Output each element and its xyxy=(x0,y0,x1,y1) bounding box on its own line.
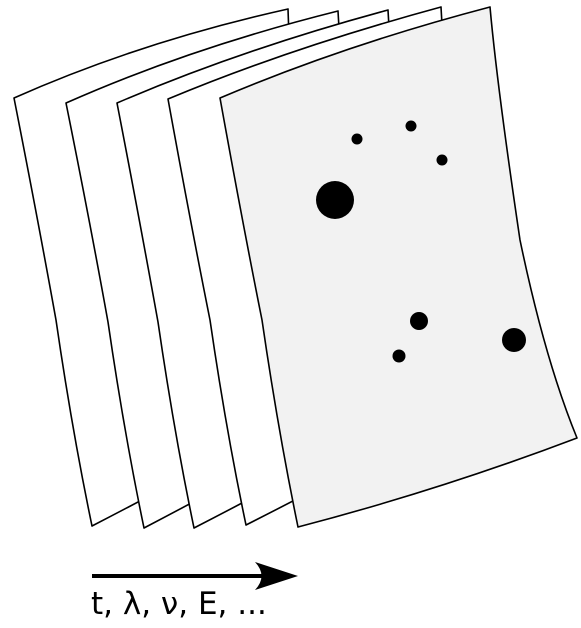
source-point xyxy=(406,121,417,132)
source-point xyxy=(502,328,526,352)
source-point xyxy=(352,134,363,145)
source-point xyxy=(437,155,448,166)
axis-label: t, λ, ν, E, ... xyxy=(91,586,267,622)
source-point xyxy=(410,312,428,330)
source-point-large xyxy=(316,181,354,219)
source-point xyxy=(393,350,406,363)
